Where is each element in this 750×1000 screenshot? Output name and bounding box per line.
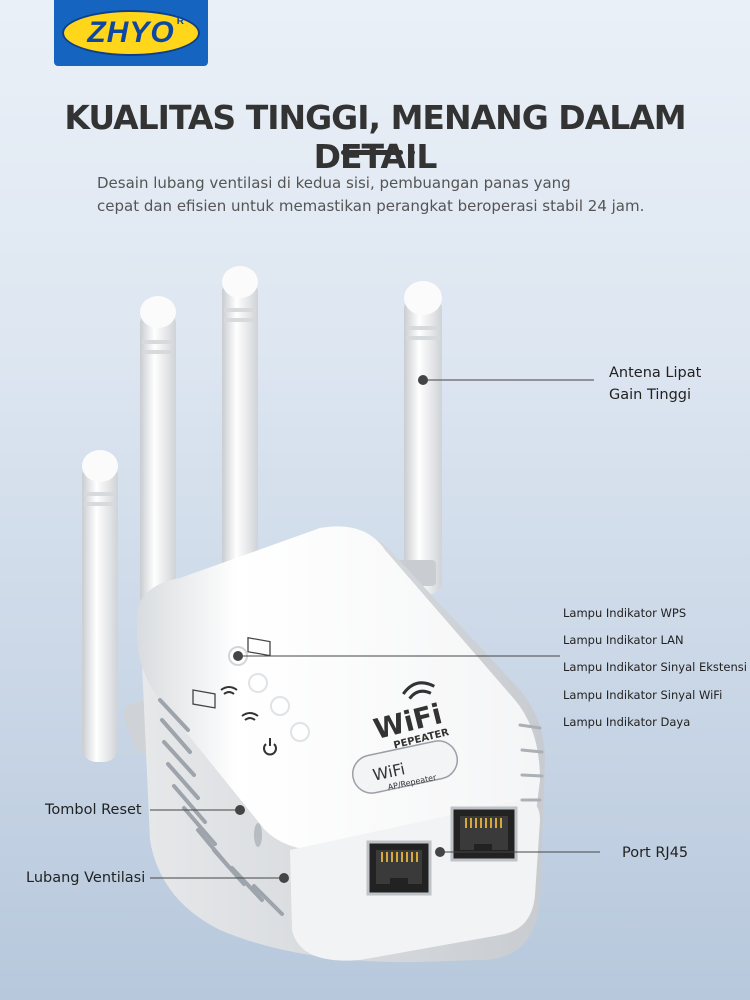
callout-reset: Tombol Reset bbox=[45, 802, 142, 818]
rj45-port-2 bbox=[450, 806, 518, 862]
logo-oval: ZHYO R bbox=[62, 10, 200, 56]
device-body bbox=[137, 526, 545, 963]
callout-antenna-line-1: Antena Lipat bbox=[609, 365, 702, 381]
callout-antenna-line-2: Gain Tinggi bbox=[609, 387, 692, 403]
antenna-group bbox=[82, 266, 442, 762]
callout-lines bbox=[150, 375, 600, 883]
description: Desain lubang ventilasi di kedua sisi, p… bbox=[97, 172, 697, 218]
ap-repeater-plate: WiFi AP/Repeater bbox=[351, 740, 459, 794]
reset-button[interactable] bbox=[254, 823, 262, 847]
description-line-1: Desain lubang ventilasi di kedua sisi, p… bbox=[97, 174, 571, 192]
callout-led-power: Lampu Indikator Daya bbox=[563, 715, 691, 729]
title-divider bbox=[341, 150, 403, 155]
brand-logo: ZHYO R bbox=[54, 0, 208, 66]
title-divider-dot bbox=[409, 150, 415, 155]
description-line-2: cepat dan efisien untuk memastikan peran… bbox=[97, 197, 645, 215]
registered-mark: R bbox=[176, 16, 184, 27]
logo-text: ZHYO bbox=[87, 16, 175, 49]
callout-vent: Lubang Ventilasi bbox=[26, 870, 146, 886]
antenna-3 bbox=[396, 281, 442, 595]
callout-antenna: Antena Lipat Gain Tinggi bbox=[609, 362, 701, 406]
callout-rj45: Port RJ45 bbox=[622, 845, 689, 861]
callout-led-lan: Lampu Indikator LAN bbox=[563, 633, 684, 647]
callout-led-wps: Lampu Indikator WPS bbox=[563, 606, 687, 620]
callout-led-extension: Lampu Indikator Sinyal Ekstensi bbox=[563, 660, 747, 674]
vent-slots bbox=[158, 698, 284, 916]
page-title: KUALITAS TINGGI, MENANG DALAM DETAIL bbox=[64, 98, 686, 176]
callout-led-wifi: Lampu Indikator Sinyal WiFi bbox=[563, 688, 723, 702]
antenna-1 bbox=[140, 296, 176, 610]
antenna-2 bbox=[222, 266, 258, 578]
rj45-port-1 bbox=[366, 840, 432, 896]
rj45-ports bbox=[366, 806, 518, 896]
